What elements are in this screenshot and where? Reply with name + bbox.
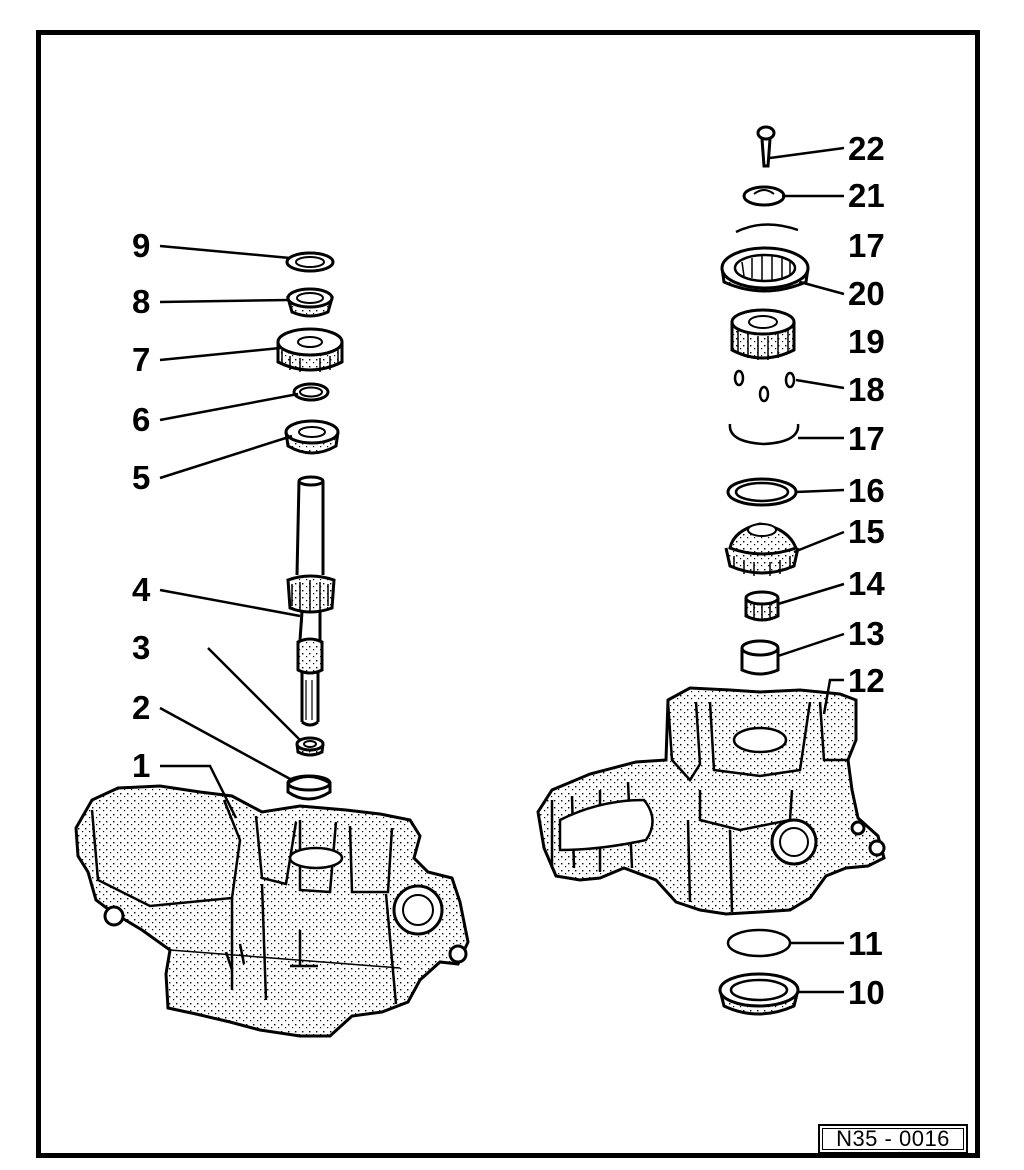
callout-22: 22 [848, 130, 885, 167]
callout-12: 12 [848, 662, 885, 699]
callout-5: 5 [132, 459, 150, 496]
part-7-gear [276, 327, 344, 372]
part-21-washer [742, 185, 786, 207]
part-6-snap-ring [292, 382, 330, 402]
part-3-bearing [295, 736, 325, 757]
part-1-housing [74, 784, 470, 1038]
callout-3: 3 [132, 629, 150, 666]
callout-19: 19 [848, 323, 885, 360]
part-16-ring [726, 477, 798, 507]
callout-4: 4 [132, 571, 151, 608]
reference-code-label: N35 - 0016 [818, 1124, 968, 1154]
part-8-bearing-race [286, 287, 334, 318]
part-10-seal [718, 972, 800, 1016]
part-9-washer [285, 251, 335, 273]
callout-20: 20 [848, 275, 885, 312]
right-leader-lines [769, 146, 845, 994]
callout-13: 13 [848, 615, 885, 652]
callout-14: 14 [848, 565, 885, 602]
part-11-ring [726, 928, 792, 958]
part-15-gear [724, 522, 800, 576]
callout-17-lower: 17 [848, 420, 885, 457]
part-4-shaft [286, 475, 336, 727]
left-assembly [74, 244, 470, 1038]
callout-10: 10 [848, 974, 885, 1011]
callout-17-upper: 17 [848, 227, 885, 264]
part-13-bushing [740, 639, 780, 676]
part-12-housing [536, 686, 886, 916]
part-19-hub [730, 308, 796, 360]
callout-21: 21 [848, 177, 885, 214]
right-callout-numbers: 22 21 17 20 19 18 17 16 15 14 13 12 11 1… [848, 130, 885, 1011]
callout-15: 15 [848, 513, 885, 550]
left-leader-lines [159, 244, 301, 819]
callout-11: 11 [848, 925, 883, 962]
callout-7: 7 [132, 341, 150, 378]
part-5-bearing [284, 419, 340, 455]
left-callout-numbers: 9 8 7 6 5 4 3 2 1 [132, 227, 151, 784]
callout-18: 18 [848, 371, 885, 408]
callout-2: 2 [132, 689, 150, 726]
part-20-synchro-ring [720, 246, 810, 293]
part-22-bolt [756, 125, 776, 168]
part-2-cap [286, 774, 332, 801]
part-17-upper-circlip [735, 223, 799, 234]
part-18-pins [733, 369, 796, 403]
part-17-lower-circlip [728, 423, 800, 446]
callout-6: 6 [132, 401, 150, 438]
callout-8: 8 [132, 283, 150, 320]
right-assembly [536, 125, 886, 1016]
callout-1: 1 [132, 747, 150, 784]
callout-9: 9 [132, 227, 150, 264]
callout-16: 16 [848, 472, 885, 509]
part-14-needle-bearing [744, 590, 780, 622]
